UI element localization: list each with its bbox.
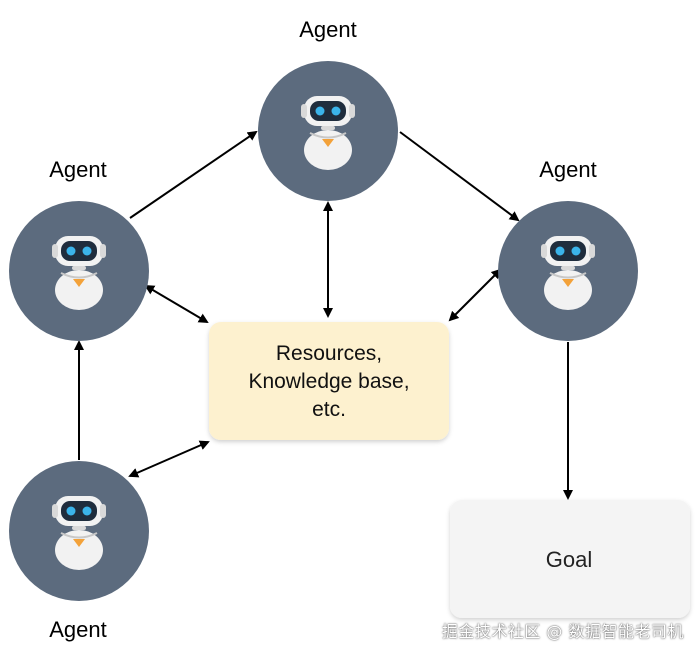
agent-top-label: Agent <box>299 17 357 42</box>
arrow-left-to-top <box>129 130 258 219</box>
agent-right: Agent <box>498 157 638 341</box>
agent-bottom: Agent <box>9 461 149 642</box>
resources-line-2: Knowledge base, <box>248 370 409 393</box>
resources-line-1: Resources, <box>276 342 382 365</box>
watermark: 掘金技术社区 @ 数据智能老司机 <box>441 622 684 641</box>
resources-line-3: etc. <box>312 398 346 421</box>
goal-box: Goal <box>450 500 690 618</box>
goal-label: Goal <box>546 547 592 572</box>
agent-top: Agent <box>258 17 398 201</box>
agent-left: Agent <box>9 157 149 341</box>
agent-left-label: Agent <box>49 157 107 182</box>
arrow-bottom-resources <box>128 440 210 478</box>
agent-right-label: Agent <box>539 157 597 182</box>
arrow-left-resources <box>144 284 209 324</box>
agent-bottom-label: Agent <box>49 617 107 642</box>
arrow-top-to-right <box>399 131 520 222</box>
arrow-right-resources <box>448 268 502 322</box>
resources-box: Resources, Knowledge base, etc. <box>209 322 449 440</box>
